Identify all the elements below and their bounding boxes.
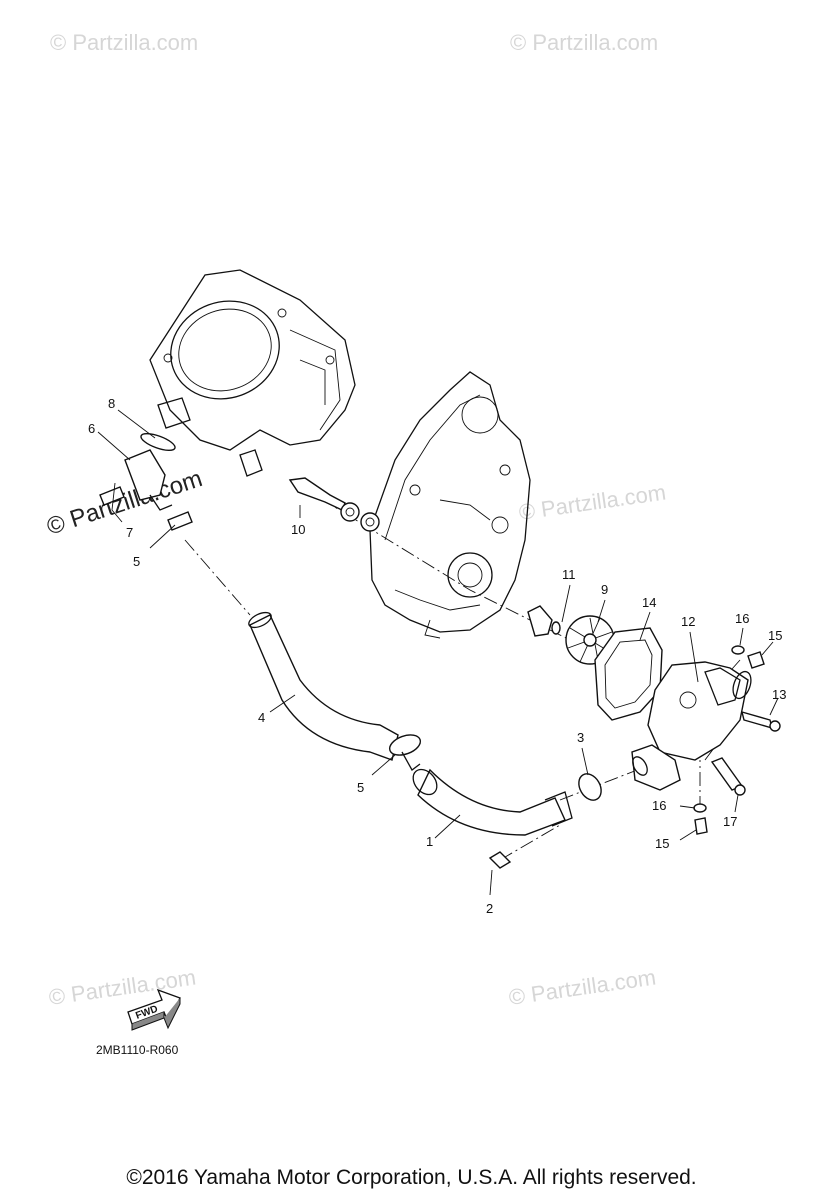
part-16-washer-lower xyxy=(693,803,707,813)
callout-6: 6 xyxy=(88,421,95,436)
callout-4: 4 xyxy=(258,710,265,725)
cylinder xyxy=(149,269,356,477)
callout-5-lower: 5 xyxy=(357,780,364,795)
part-1-water-pipe xyxy=(417,768,566,836)
part-10-impeller-shaft xyxy=(288,477,346,511)
shaft-bearing xyxy=(340,502,360,522)
align-line-bolt-2 xyxy=(499,824,561,861)
part-3-o-ring xyxy=(578,773,602,801)
callout-11: 11 xyxy=(562,567,576,582)
part-5-hose-clamp-lower xyxy=(388,734,422,756)
callout-7: 7 xyxy=(126,525,133,540)
callout-1: 1 xyxy=(426,834,433,849)
part-2-bolt xyxy=(488,851,512,869)
align-line-5-to-hose xyxy=(184,539,251,616)
callout-10: 10 xyxy=(291,522,305,537)
callout-14: 14 xyxy=(642,595,656,610)
callout-2: 2 xyxy=(486,901,493,916)
mechanical-seal xyxy=(527,605,553,637)
part-11-washer xyxy=(551,621,561,635)
callout-16-lower: 16 xyxy=(652,798,666,813)
part-7-bolt xyxy=(99,486,125,506)
callout-5-upper: 5 xyxy=(133,554,140,569)
watermark-bottom-right: © Partzilla.com xyxy=(507,965,657,1010)
callout-12: 12 xyxy=(681,614,695,629)
callout-15-lower: 15 xyxy=(655,836,669,851)
part-6-joint xyxy=(124,449,166,501)
crankcase-cover xyxy=(369,371,531,639)
part-15-bolt-upper xyxy=(747,651,765,669)
part-8-o-ring xyxy=(140,432,176,452)
callout-15-upper: 15 xyxy=(768,628,782,643)
callout-8: 8 xyxy=(108,396,115,411)
shaft-seal xyxy=(360,512,380,532)
diagram-code: 2MB1110-R060 xyxy=(96,1043,179,1057)
callout-16-upper: 16 xyxy=(735,611,749,626)
callout-3: 3 xyxy=(577,730,584,745)
part-5-hose-clamp-upper xyxy=(167,511,193,531)
leader-lines xyxy=(97,409,779,896)
part-13-bolt xyxy=(741,710,773,730)
callout-9: 9 xyxy=(601,582,608,597)
copyright-notice: ©2016 Yamaha Motor Corporation, U.S.A. A… xyxy=(126,1166,697,1189)
part-12-water-pump-housing xyxy=(631,661,752,791)
watermark-top-left: © Partzilla.com xyxy=(50,30,198,55)
part-15-bolt-lower xyxy=(694,817,708,835)
fwd-arrow-icon: FWD xyxy=(127,988,181,1031)
part-4-water-hose xyxy=(249,614,399,761)
watermark-top-right: © Partzilla.com xyxy=(510,30,658,55)
callout-13: 13 xyxy=(772,687,786,702)
watermark-middle-right: © Partzilla.com xyxy=(517,480,667,525)
callout-17: 17 xyxy=(723,814,737,829)
watermark-main: © Partzilla.com xyxy=(44,465,206,541)
part-16-washer-upper xyxy=(731,645,745,655)
